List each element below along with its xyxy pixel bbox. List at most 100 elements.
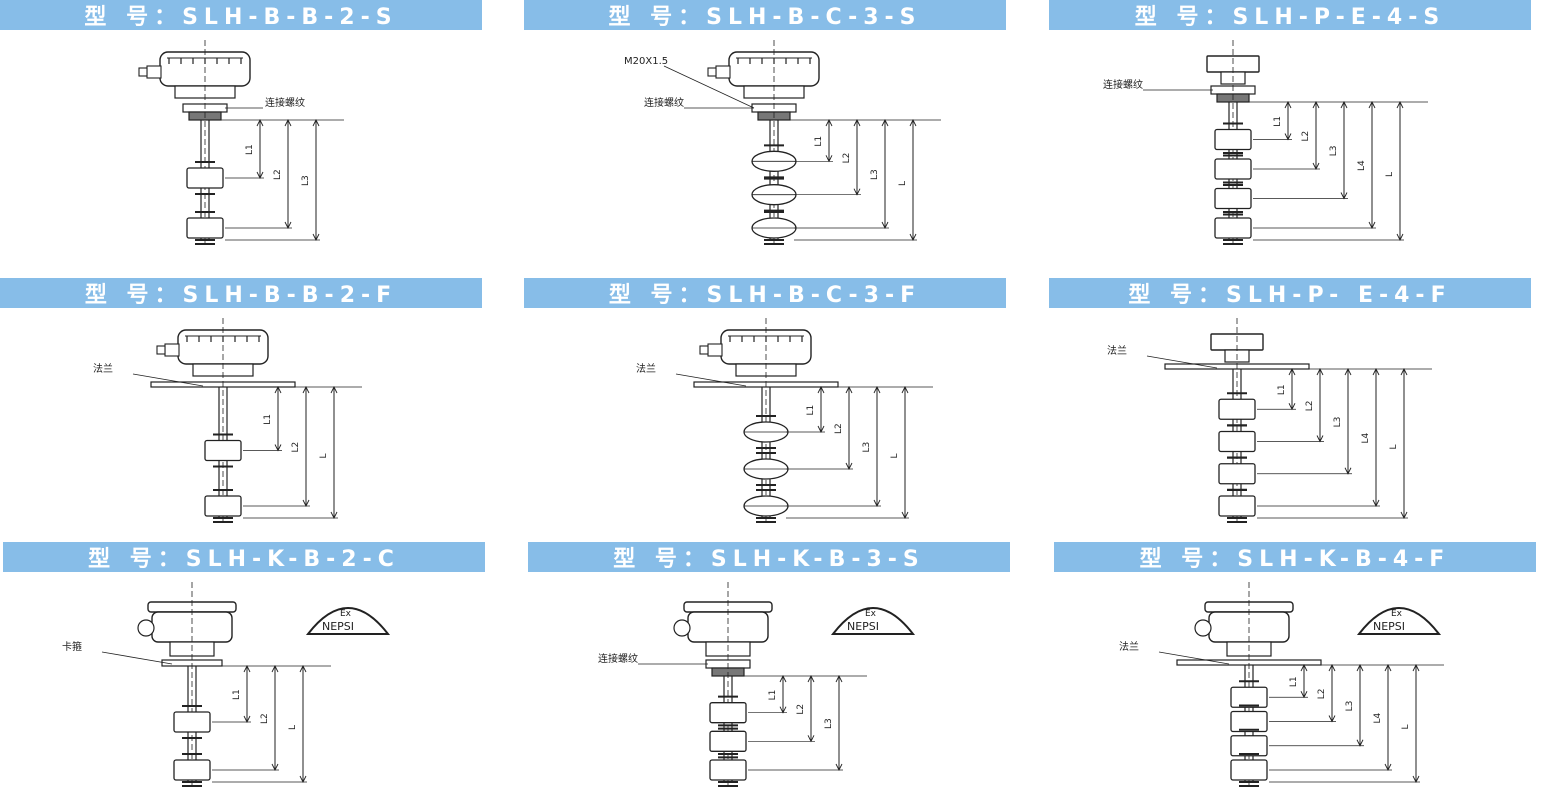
- dimension-label: L2: [273, 169, 283, 180]
- dimension-arrow: [284, 221, 292, 230]
- dimension-label: L: [1389, 444, 1399, 449]
- ex-badge-shape: [1356, 607, 1442, 635]
- dimension-label: L4: [1373, 712, 1383, 723]
- dimension-arrow: [1356, 663, 1364, 672]
- float-box: [1214, 217, 1252, 239]
- cable-gland: [707, 343, 723, 357]
- cable-gland: [715, 65, 731, 79]
- dimension-arrow: [1288, 367, 1296, 376]
- dimension-arrow: [1372, 499, 1380, 508]
- dimension-arrow: [256, 118, 264, 127]
- cable-entry: [673, 619, 691, 637]
- dimension-arrow: [256, 171, 264, 180]
- dimension-label: L3: [824, 718, 834, 729]
- dimension-arrow: [299, 664, 307, 673]
- ex-badge-top-text: Ex: [865, 609, 877, 619]
- dimension-label: L1: [245, 144, 255, 155]
- dimension-arrow: [1328, 715, 1336, 723]
- float-box: [1230, 759, 1268, 781]
- dimension-label: L1: [1289, 676, 1299, 687]
- dimension-arrow: [1400, 511, 1408, 520]
- dimension-arrow: [845, 462, 853, 471]
- dimension-label: L: [319, 453, 329, 458]
- dimension-arrow: [845, 385, 853, 394]
- dimension-arrow: [1340, 100, 1348, 109]
- callout-leader: [132, 373, 204, 387]
- cable-gland-tip: [707, 67, 717, 77]
- dimension-arrow: [835, 674, 843, 683]
- dimension-label: L1: [232, 689, 242, 700]
- dimension-label: L2: [260, 713, 270, 724]
- callout-label: 法兰: [93, 362, 113, 375]
- dimension-arrow: [1372, 367, 1380, 376]
- ex-badge-bottom-text: NEPSI: [1373, 620, 1405, 633]
- dimension-arrow: [1340, 192, 1348, 200]
- float-box: [204, 495, 242, 517]
- dimension-arrow: [274, 444, 282, 452]
- dimension-arrow: [312, 233, 320, 242]
- float-box: [204, 439, 242, 462]
- model-banner: 型 号：SLH-P- E-4-F: [1049, 278, 1531, 308]
- model-banner: 型 号：SLH-B-C-3-S: [524, 0, 1006, 30]
- dimension-label: L4: [1357, 160, 1367, 171]
- ex-badge-bottom-text: NEPSI: [847, 620, 879, 633]
- float-box: [1230, 735, 1268, 757]
- dimension-label: L3: [1345, 701, 1355, 712]
- dimension-arrow: [807, 674, 815, 683]
- dimension-arrow: [1368, 221, 1376, 230]
- dimension-arrow: [881, 221, 889, 230]
- dimension-label: L2: [796, 704, 806, 715]
- dimension-label: L2: [291, 442, 301, 453]
- float-box: [1214, 158, 1252, 180]
- dimension-arrow: [909, 233, 917, 242]
- dimension-label: L2: [1301, 131, 1311, 142]
- dimension-arrow: [302, 499, 310, 508]
- ex-badge-shape: [305, 607, 391, 635]
- dimension-arrow: [312, 118, 320, 127]
- cable-gland: [164, 343, 180, 357]
- callout-label: 连接螺纹: [598, 652, 638, 665]
- dimension-arrow: [1300, 663, 1308, 672]
- float-box: [709, 702, 747, 724]
- callout-leader: [1158, 651, 1230, 665]
- callout-label: M20X1.5: [624, 56, 668, 67]
- dimension-arrow: [901, 385, 909, 394]
- dimension-label: L1: [814, 136, 824, 147]
- dimension-label: L2: [834, 423, 844, 434]
- dimension-arrow: [1412, 663, 1420, 672]
- dimension-label: L1: [806, 405, 816, 416]
- dimension-label: L: [1401, 724, 1411, 729]
- dimension-arrow: [330, 385, 338, 394]
- dimension-arrow: [817, 425, 825, 434]
- dimension-arrow: [1328, 663, 1336, 672]
- dimension-arrow: [909, 118, 917, 127]
- dimension-label: L1: [768, 690, 778, 701]
- dimension-arrow: [284, 118, 292, 127]
- dimension-label: L3: [1329, 146, 1339, 157]
- dimension-arrow: [779, 674, 787, 683]
- dimension-arrow: [807, 735, 815, 743]
- dimension-arrow: [853, 188, 861, 196]
- callout-leader: [675, 373, 747, 387]
- dimension-arrow: [1316, 435, 1324, 443]
- dimension-label: L2: [1317, 689, 1327, 700]
- ex-badge-bottom-text: NEPSI: [322, 620, 354, 633]
- dimension-label: L3: [1333, 417, 1343, 428]
- dimension-arrow: [1312, 100, 1320, 109]
- ex-badge-shape: [830, 607, 916, 635]
- dimension-arrow: [302, 385, 310, 394]
- dimension-arrow: [1288, 403, 1296, 411]
- model-banner: 型 号：SLH-B-B-2-S: [0, 0, 482, 30]
- dimension-arrow: [1344, 467, 1352, 475]
- cable-gland-tip: [138, 67, 148, 77]
